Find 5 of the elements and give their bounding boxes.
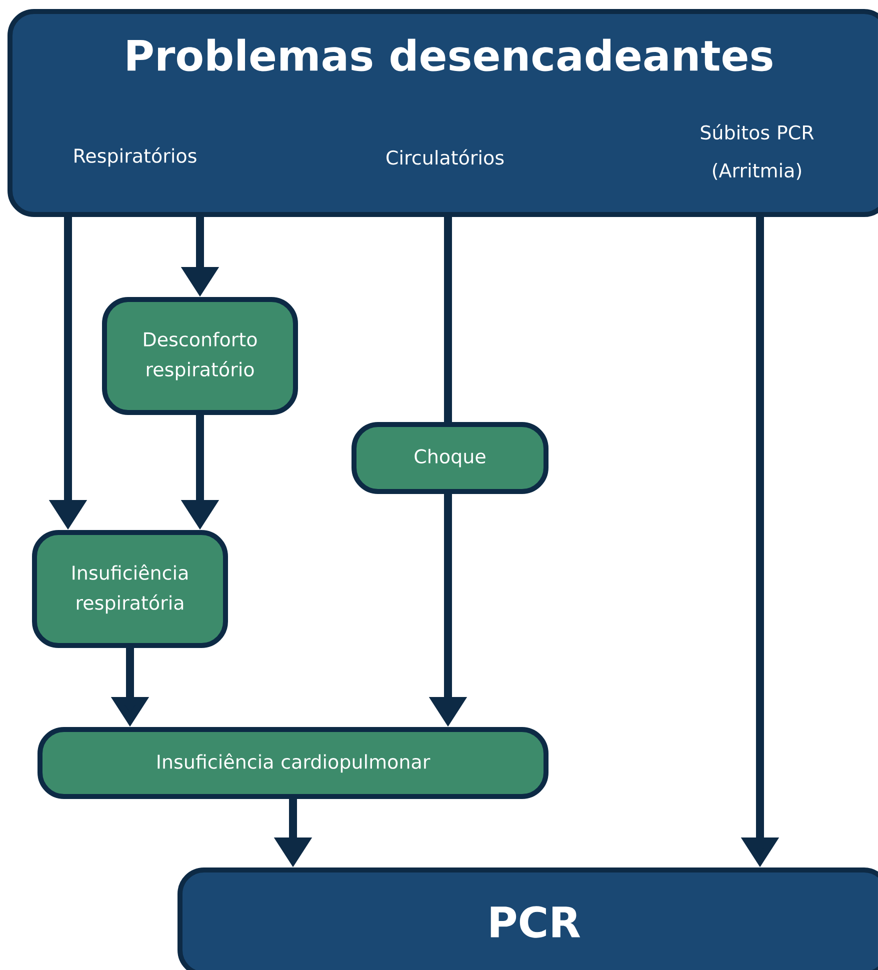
process-box: Desconforto respiratório	[102, 297, 298, 415]
process-box: Choque	[352, 422, 548, 494]
process-box: Insuficiência respiratória	[32, 530, 228, 648]
process-box: Insuficiência cardiopulmonar	[38, 727, 548, 799]
result-box: PCR	[178, 868, 878, 970]
